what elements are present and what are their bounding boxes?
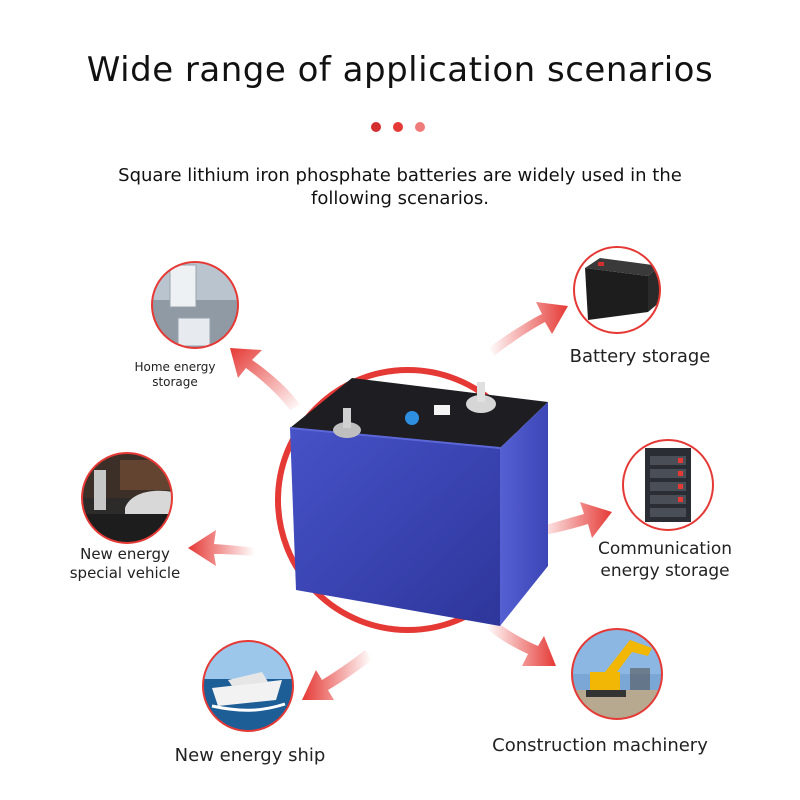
label-line: New energy	[80, 545, 170, 563]
dot-icon	[371, 122, 381, 132]
subtitle-line: Square lithium iron phosphate batteries …	[118, 165, 682, 186]
lifepo4-battery-image	[289, 378, 548, 626]
yacht-image	[202, 640, 294, 732]
scenario-label-home-energy-storage: Home energy storage	[115, 360, 235, 390]
arrow-icon	[536, 502, 612, 538]
label-line: special vehicle	[69, 564, 181, 582]
communication-cabinet-image	[622, 439, 714, 531]
label-line: energy storage	[600, 561, 730, 581]
ev-charging-image	[81, 452, 173, 544]
excavator-image	[571, 628, 663, 720]
label-line: storage	[152, 375, 198, 389]
dot-icon	[393, 122, 403, 132]
arrow-icon	[230, 348, 300, 410]
scenario-label-construction: Construction machinery	[492, 735, 708, 756]
arrow-icon	[488, 302, 568, 355]
scenario-label-battery-storage: Battery storage	[569, 346, 711, 367]
subtitle-line: following scenarios.	[311, 188, 489, 209]
arrow-icon	[302, 650, 372, 700]
page-title: Wide range of application scenarios	[86, 50, 714, 90]
battery-storage-image	[573, 246, 661, 334]
arrow-icon	[188, 530, 255, 566]
label-line: Communication	[598, 539, 732, 559]
arrow-icon	[486, 620, 556, 666]
scenario-label-communication-storage: Communication energy storage	[585, 538, 745, 582]
scenario-label-special-vehicle: New energy special vehicle	[55, 545, 195, 583]
decorative-dots	[371, 122, 431, 134]
page-subtitle: Square lithium iron phosphate batteries …	[0, 164, 800, 210]
scenario-label-ship: New energy ship	[174, 745, 326, 766]
home-energy-storage-image	[151, 261, 239, 349]
dot-icon	[415, 122, 425, 132]
label-line: Home energy	[134, 360, 216, 374]
